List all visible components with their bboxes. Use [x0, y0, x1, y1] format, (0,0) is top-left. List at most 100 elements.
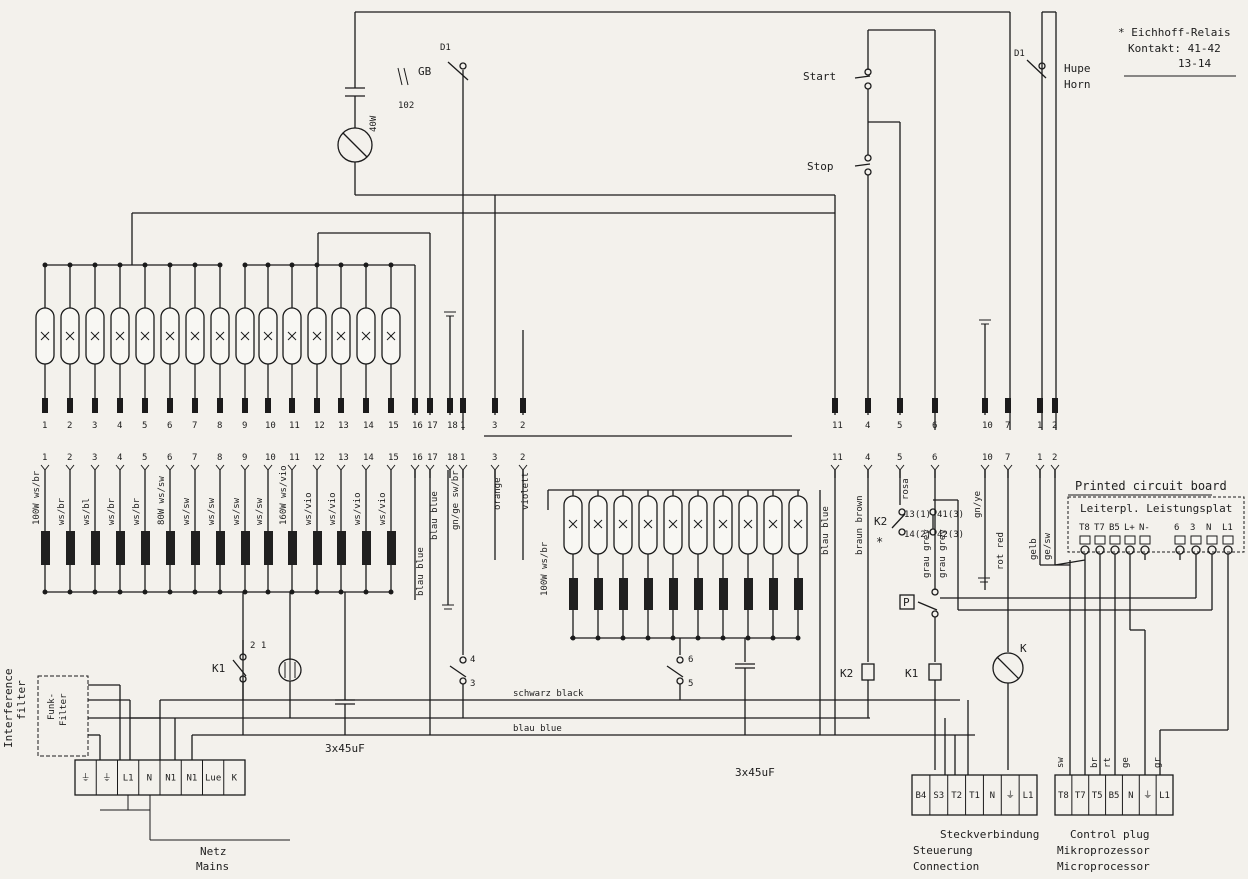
heater-label: ws/bl	[82, 498, 92, 525]
terminal-number: 3	[92, 453, 97, 463]
filter-box-1: Funk-	[47, 693, 57, 720]
pcb-pin-label: L+	[1124, 523, 1135, 533]
terminal-fork	[215, 464, 221, 471]
terminal-number: 10	[265, 421, 276, 431]
heater-label: ws/sw	[232, 497, 242, 525]
terminal-pin	[865, 398, 871, 413]
terminal-number: 7	[192, 421, 197, 431]
tube-mark	[361, 331, 371, 341]
pcb-pin-eye	[1110, 545, 1120, 555]
terminal-pin	[289, 398, 295, 413]
heater-element	[216, 531, 225, 565]
k-motor-label: K	[1020, 642, 1027, 655]
p-label: P	[903, 596, 910, 609]
terminal-fork	[895, 464, 901, 471]
steuer-caption-1: Steckverbindung	[940, 828, 1039, 841]
terminal-fork	[165, 464, 171, 471]
start-label: Start	[803, 70, 836, 83]
terminal-number: 6	[167, 453, 172, 463]
heater-element	[694, 578, 703, 610]
terminal-fork	[316, 464, 322, 471]
terminal-number: 4	[865, 453, 870, 463]
start-stop-switches: Start Stop	[803, 29, 936, 430]
tube-mark	[165, 331, 175, 341]
tube-mark	[693, 519, 703, 529]
k1-contacts-label: 2 1	[250, 641, 266, 651]
terminal-pin	[92, 398, 98, 413]
terminal-number: 5	[897, 453, 902, 463]
terminal-pin	[338, 398, 344, 413]
heater-label: ws/vio	[353, 492, 363, 525]
relay-note: * Eichhoff-Relais Kontakt: 41-42 13-14	[1118, 26, 1236, 77]
heater-label: ws/br	[132, 497, 142, 525]
k1-coil-icon: K1	[905, 663, 942, 770]
terminal-number: 6	[932, 453, 937, 463]
terminal-pin	[363, 398, 369, 413]
terminal-number: 6	[932, 421, 937, 431]
control-caption-1: Control plug	[1070, 828, 1149, 841]
interference-filter: Interference filter Funk- Filter	[2, 669, 193, 760]
terminal-fork	[522, 464, 528, 471]
heater-element	[669, 578, 678, 610]
tube-mark	[336, 331, 346, 341]
top-rail	[354, 11, 1057, 430]
connector-cell-label: Lue	[205, 774, 221, 784]
control-caption-3: Microprocessor	[1057, 860, 1150, 873]
junction-dot	[92, 262, 98, 268]
terminal-fork	[1054, 464, 1060, 471]
wire-100w-label: 100W ws/br	[540, 541, 550, 596]
terminal-number: 16	[412, 453, 423, 463]
compressor-motor-icon: K	[992, 640, 1027, 770]
tube-mark	[65, 331, 75, 341]
connector-cell-label: T2	[951, 791, 962, 801]
terminal-number: 4	[117, 421, 122, 431]
heater-element	[387, 531, 396, 565]
wire-rt: rt	[1103, 757, 1113, 768]
k2-relay-label: K2	[874, 515, 887, 528]
tube-mark	[568, 519, 578, 529]
tube-mark	[40, 331, 50, 341]
terminal-fork	[425, 464, 431, 471]
pcb-pin	[1139, 535, 1151, 545]
terminal-fork	[219, 464, 225, 471]
pcb-pin-eye	[1080, 545, 1090, 555]
tube-mark	[215, 331, 225, 341]
heater-element	[644, 578, 653, 610]
heater-label: 160W ws/vio	[279, 465, 289, 525]
horn-switch-icon: D1 Hupe Horn	[1014, 49, 1091, 91]
terminal-number: 11	[289, 421, 300, 431]
wire-rosa: rosa	[901, 478, 911, 500]
capacitor-left-icon: 3x45uF	[325, 699, 365, 755]
code-102-label: 102	[398, 101, 414, 111]
d1-a-label: D1	[440, 43, 451, 53]
terminal-pin	[117, 398, 123, 413]
tube-mark	[768, 519, 778, 529]
terminal-number: 5	[897, 421, 902, 431]
terminal-pin	[67, 398, 73, 413]
connector-frame	[911, 774, 1038, 816]
tube-mark	[190, 331, 200, 341]
heater-element	[619, 578, 628, 610]
cap-right-label: 3x45uF	[735, 766, 775, 779]
upper-bank-feeds	[45, 195, 835, 415]
terminal-number: 10	[982, 421, 993, 431]
terminal-pin	[460, 398, 466, 413]
terminal-number: 18	[447, 453, 458, 463]
pcb-pin	[1174, 535, 1186, 545]
pcb-pin-eye	[1140, 545, 1150, 555]
terminal-pin	[492, 398, 498, 413]
terminal-fork	[240, 464, 246, 471]
terminal-pin	[42, 398, 48, 413]
junction-dot	[217, 262, 223, 268]
relay-c2-label: 14(2)	[904, 530, 931, 540]
terminal-fork	[410, 464, 416, 471]
terminal-fork	[1039, 464, 1045, 471]
terminal-fork	[90, 464, 96, 471]
terminal-number: 9	[242, 421, 247, 431]
terminal-number: 4	[865, 421, 870, 431]
switch-6-5-icon: 6 5	[666, 655, 693, 700]
middle-heater-bank	[563, 490, 808, 641]
terminal-number: 1	[460, 421, 465, 431]
terminal-number: 1	[1037, 421, 1042, 431]
